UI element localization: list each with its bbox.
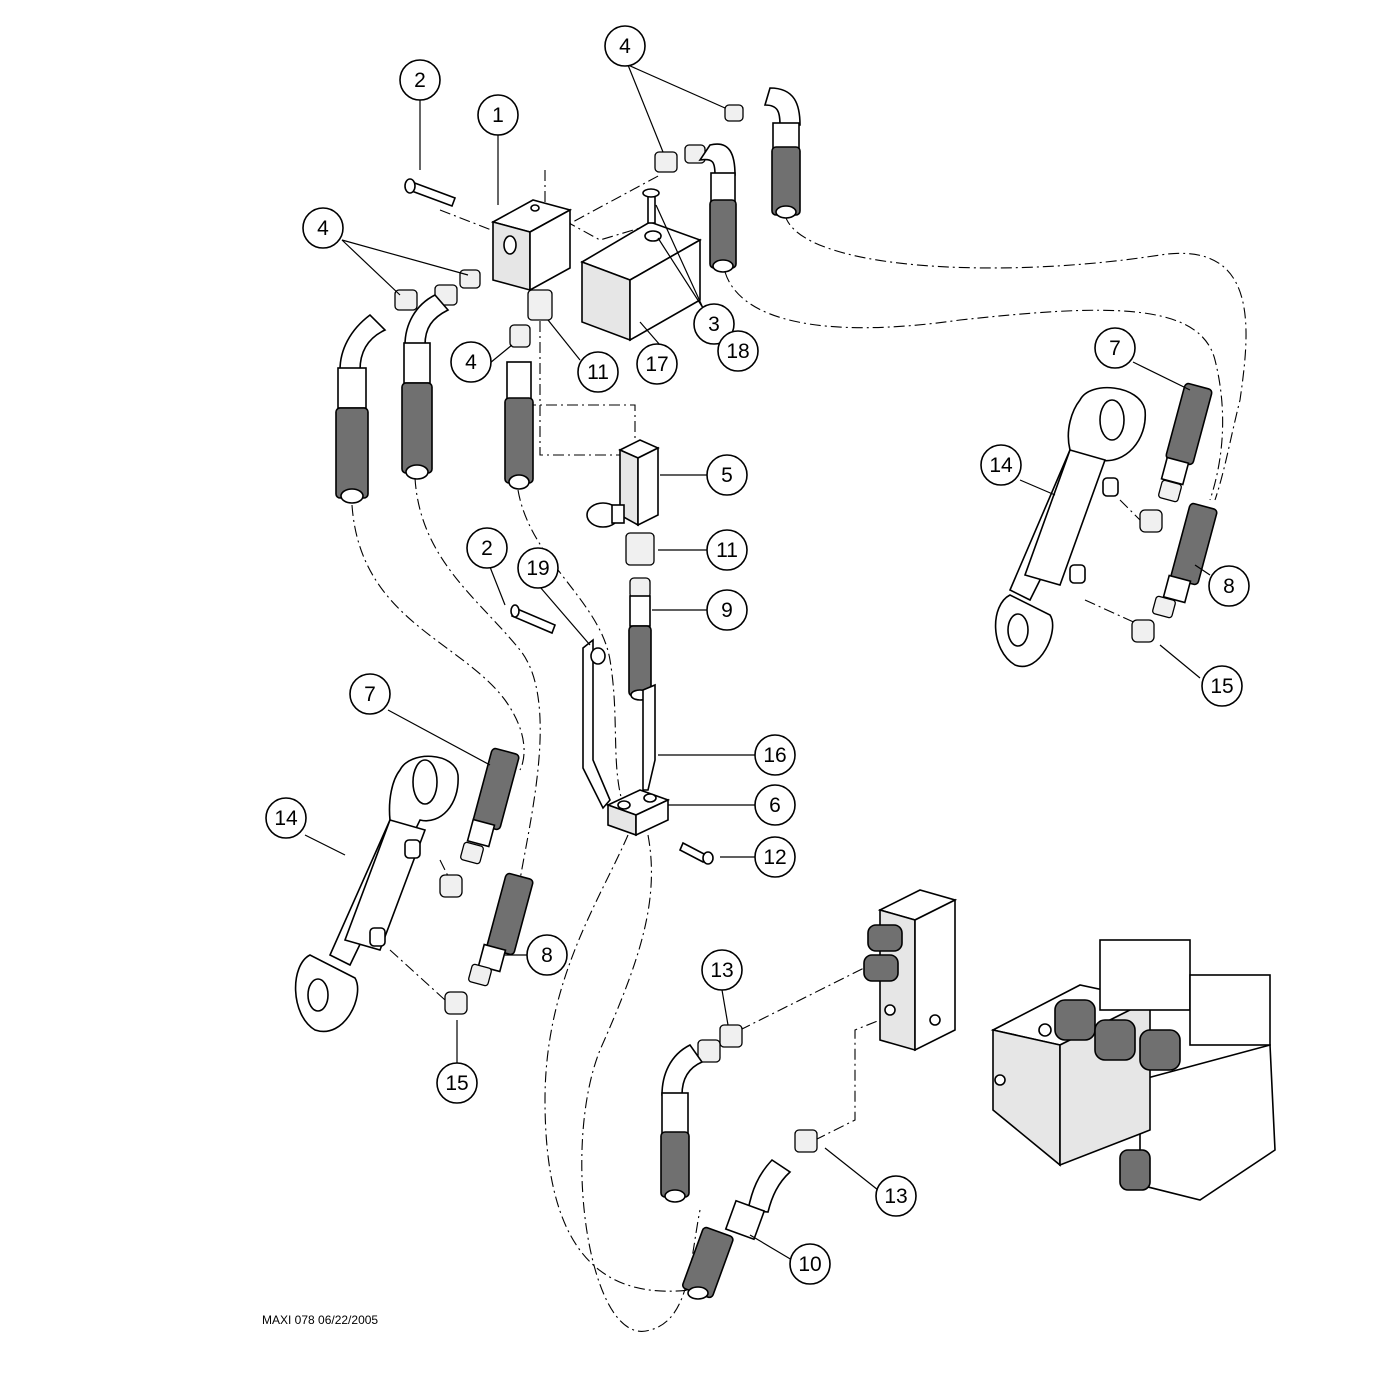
svg-text:6: 6: [769, 794, 781, 817]
svg-text:2: 2: [481, 537, 493, 560]
svg-text:9: 9: [721, 599, 733, 622]
bracket-16: [582, 638, 656, 810]
svg-text:4: 4: [619, 35, 631, 58]
hoses-left-cylinder: [439, 747, 534, 1015]
callout-5: 5: [706, 454, 748, 496]
svg-text:4: 4: [317, 217, 329, 240]
routing-lines: [351, 170, 1247, 1332]
callout-3: 3: [693, 303, 735, 345]
fittings-4: [394, 104, 744, 348]
callout-8: 8: [526, 934, 568, 976]
bolt-2-mid: [510, 604, 557, 635]
callout-18: 18: [717, 330, 759, 372]
svg-text:19: 19: [526, 557, 549, 580]
callout-13: 13: [875, 1175, 917, 1217]
hose-9: [628, 577, 652, 701]
callout-11: 11: [706, 529, 748, 571]
svg-text:8: 8: [1223, 575, 1235, 598]
callout-8: 8: [1208, 565, 1250, 607]
hose-10: [682, 1129, 818, 1300]
bolt-3: [642, 188, 662, 242]
svg-text:14: 14: [989, 454, 1013, 477]
callout-17: 17: [636, 343, 678, 385]
callout-4: 4: [604, 25, 646, 67]
callout-19: 19: [517, 547, 559, 589]
bolt-2-top: [404, 178, 457, 208]
leader-lines: [304, 64, 1211, 1261]
valve-5: [586, 439, 660, 528]
callout-11: 11: [577, 351, 619, 393]
callout-15: 15: [436, 1062, 478, 1104]
callout-2: 2: [399, 59, 441, 101]
callout-12: 12: [754, 836, 796, 878]
callout-1: 1: [477, 94, 519, 136]
fitting-11-mid: [625, 532, 655, 566]
svg-text:11: 11: [716, 539, 738, 562]
callout-13: 13: [701, 949, 743, 991]
manifold-block-1: [490, 199, 573, 292]
hose-lower-1: [660, 1024, 743, 1203]
svg-text:1: 1: [492, 104, 504, 127]
bolt-12: [678, 841, 714, 865]
svg-text:5: 5: [721, 464, 733, 487]
svg-text:4: 4: [465, 351, 477, 374]
callout-7: 7: [1094, 327, 1136, 369]
callout-14: 14: [980, 444, 1022, 486]
svg-text:8: 8: [541, 944, 553, 967]
svg-text:10: 10: [798, 1253, 821, 1276]
svg-text:12: 12: [763, 846, 786, 869]
callout-14: 14: [265, 797, 307, 839]
svg-text:16: 16: [763, 744, 786, 767]
svg-text:13: 13: [710, 959, 733, 982]
svg-text:14: 14: [274, 807, 298, 830]
callout-15: 15: [1201, 665, 1243, 707]
svg-text:15: 15: [445, 1072, 468, 1095]
svg-text:13: 13: [884, 1185, 907, 1208]
diagram-code: MAXI 078 06/22/2005: [262, 1313, 378, 1327]
svg-text:18: 18: [726, 340, 749, 363]
svg-text:3: 3: [708, 313, 720, 336]
cylinder-right: [994, 386, 1146, 668]
callout-7: 7: [349, 673, 391, 715]
valve-section: [863, 889, 958, 1052]
callout-4: 4: [450, 341, 492, 383]
svg-text:2: 2: [414, 69, 426, 92]
valve-bank-assembly: [990, 939, 1276, 1201]
callout-4: 4: [302, 207, 344, 249]
cylinder-left: [294, 755, 459, 1033]
svg-text:15: 15: [1210, 675, 1233, 698]
hoses-top-left: [335, 294, 534, 504]
callout-9: 9: [706, 589, 748, 631]
hoses-top-right: [698, 87, 801, 273]
callouts: 2 1 4 4 4 11 17 3: [265, 25, 1250, 1285]
svg-text:17: 17: [645, 353, 668, 376]
callout-6: 6: [754, 784, 796, 826]
callout-10: 10: [789, 1243, 831, 1285]
svg-text:7: 7: [1109, 337, 1121, 360]
callout-16: 16: [754, 734, 796, 776]
block-6: [605, 789, 671, 837]
callout-2: 2: [466, 527, 508, 569]
fitting-11-top: [527, 289, 553, 321]
hoses-right-cylinder: [1131, 382, 1218, 643]
svg-text:11: 11: [587, 361, 609, 384]
svg-text:7: 7: [364, 683, 376, 706]
